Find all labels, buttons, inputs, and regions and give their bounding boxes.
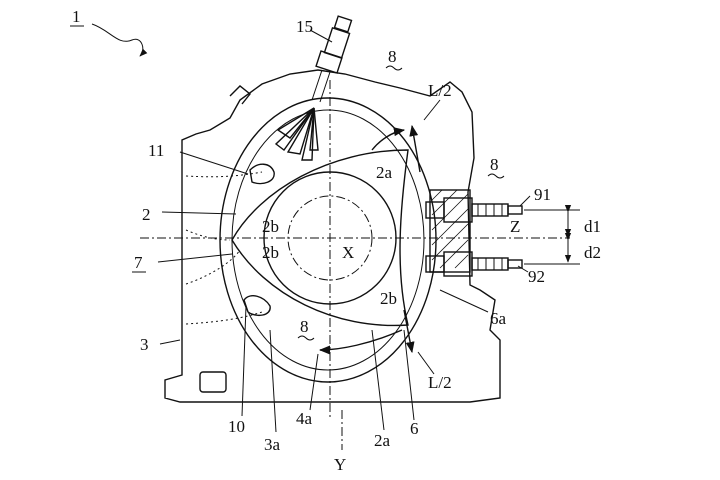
label-11: 11 — [148, 141, 164, 160]
leader-6a — [439, 289, 489, 313]
length-arrow-upper — [409, 124, 421, 173]
leader-3 — [159, 339, 181, 345]
label-d2: d2 — [584, 243, 601, 262]
label-d1: d1 — [584, 217, 601, 236]
intake-flow-line-4 — [185, 311, 263, 325]
label-2b-b: 2b — [262, 243, 279, 262]
leader-91 — [519, 195, 531, 207]
leader-11 — [179, 151, 249, 175]
label-1: 1 — [72, 7, 81, 26]
label-4a: 4a — [296, 409, 313, 428]
tilde-8-top — [385, 65, 403, 71]
intake-flow-line-2 — [185, 229, 231, 241]
label-2b-c: 2b — [380, 289, 397, 308]
leader-6 — [403, 329, 415, 421]
trochoid-chamber-inner — [231, 109, 425, 371]
label-2: 2 — [142, 205, 151, 224]
tilde-8-right — [487, 173, 505, 179]
label-8-right: 8 — [490, 155, 499, 174]
label-91: 91 — [534, 185, 551, 204]
label-8-bottom: 8 — [300, 317, 309, 336]
label-15: 15 — [296, 17, 313, 36]
intake-flow-line-1 — [185, 171, 263, 178]
leader-7 — [157, 253, 233, 263]
intake-flow-line-3 — [185, 249, 241, 285]
label-L2-bottom: L/2 — [428, 373, 452, 392]
leader-1 — [91, 23, 148, 57]
label-2b-a: 2b — [262, 217, 279, 236]
leader-lL2-top — [423, 99, 441, 121]
label-L2-top: L/2 — [428, 81, 452, 100]
leader-10 — [241, 305, 247, 417]
leader-92 — [517, 265, 529, 273]
tilde-8-bottom — [297, 335, 315, 341]
fuel-spray — [274, 107, 319, 161]
label-3a: 3a — [264, 435, 281, 454]
leader-3a — [269, 329, 277, 433]
trochoid-chamber — [219, 97, 437, 383]
spark-plug-92 — [425, 251, 523, 277]
label-Y: Y — [334, 455, 346, 474]
leader-4a — [309, 353, 319, 411]
leader-2 — [161, 211, 237, 215]
rotation-arrow-upper — [371, 127, 406, 151]
injector-15 — [311, 15, 353, 103]
label-8-top: 8 — [388, 47, 397, 66]
label-6a: 6a — [490, 309, 507, 328]
rotor — [231, 149, 409, 327]
intake-port-upper — [249, 163, 275, 185]
housing-boss — [229, 85, 251, 105]
label-7: 7 — [134, 253, 143, 272]
leader-lL2-bottom — [417, 351, 435, 375]
spark-plug-91 — [425, 197, 523, 223]
label-X: X — [342, 243, 354, 262]
label-3: 3 — [140, 335, 149, 354]
label-2a-upper: 2a — [376, 163, 393, 182]
leader-15 — [309, 29, 333, 43]
housing-outline — [164, 69, 501, 403]
housing-recess — [199, 371, 227, 393]
intake-port-lower — [243, 295, 271, 317]
rotation-arrow-lower — [318, 329, 403, 355]
label-10: 10 — [228, 417, 245, 436]
length-arrow-lower — [403, 309, 415, 354]
label-92: 92 — [528, 267, 545, 286]
label-Z: Z — [510, 217, 520, 236]
label-6: 6 — [410, 419, 419, 438]
leader-2a-lower — [371, 329, 385, 431]
label-2a-lower: 2a — [374, 431, 391, 450]
plug-boss-hatched — [429, 189, 471, 273]
